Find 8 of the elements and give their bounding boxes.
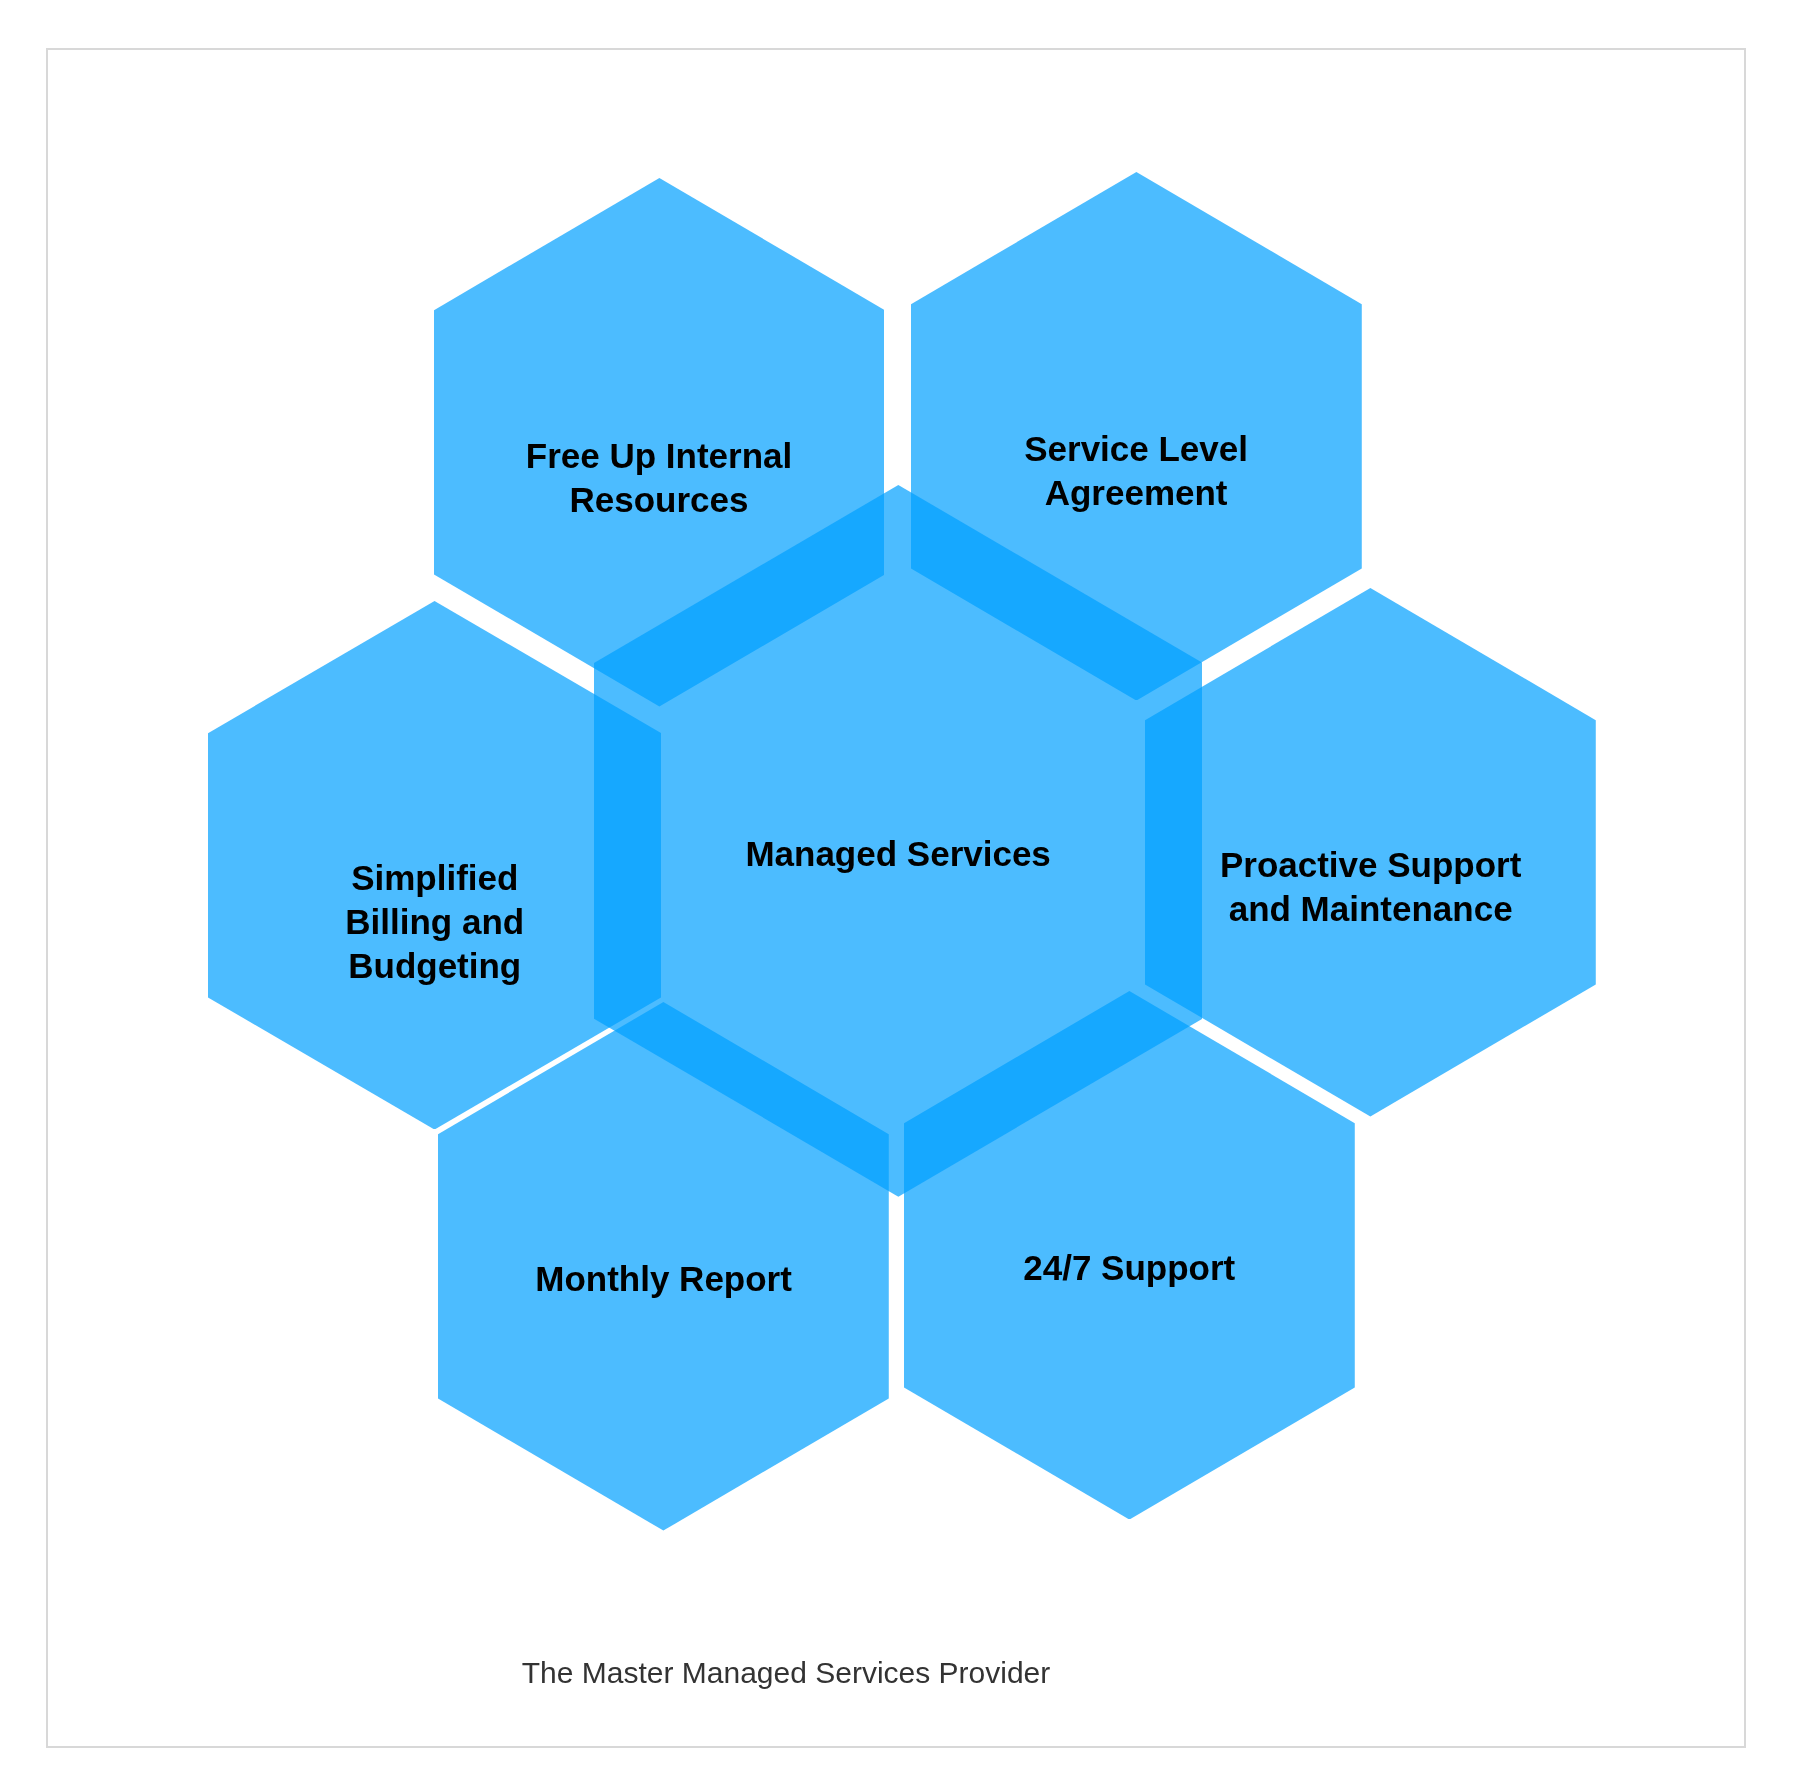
hexagon-label: Managed Services bbox=[744, 832, 1052, 875]
hexagon-label: Monthly Report bbox=[534, 1258, 793, 1301]
hexagon-label: Free Up Internal Resources bbox=[524, 434, 794, 521]
hexagon-label: Simplified Billing and Budgeting bbox=[344, 856, 526, 987]
tagline-text: The Master Managed Services Provider bbox=[521, 1655, 1051, 1690]
hexagon-label: Service Level Agreement bbox=[1023, 427, 1249, 514]
hexagon-label: 24/7 Support bbox=[1022, 1246, 1237, 1289]
hexagon-label: Proactive Support and Maintenance bbox=[1218, 844, 1523, 931]
